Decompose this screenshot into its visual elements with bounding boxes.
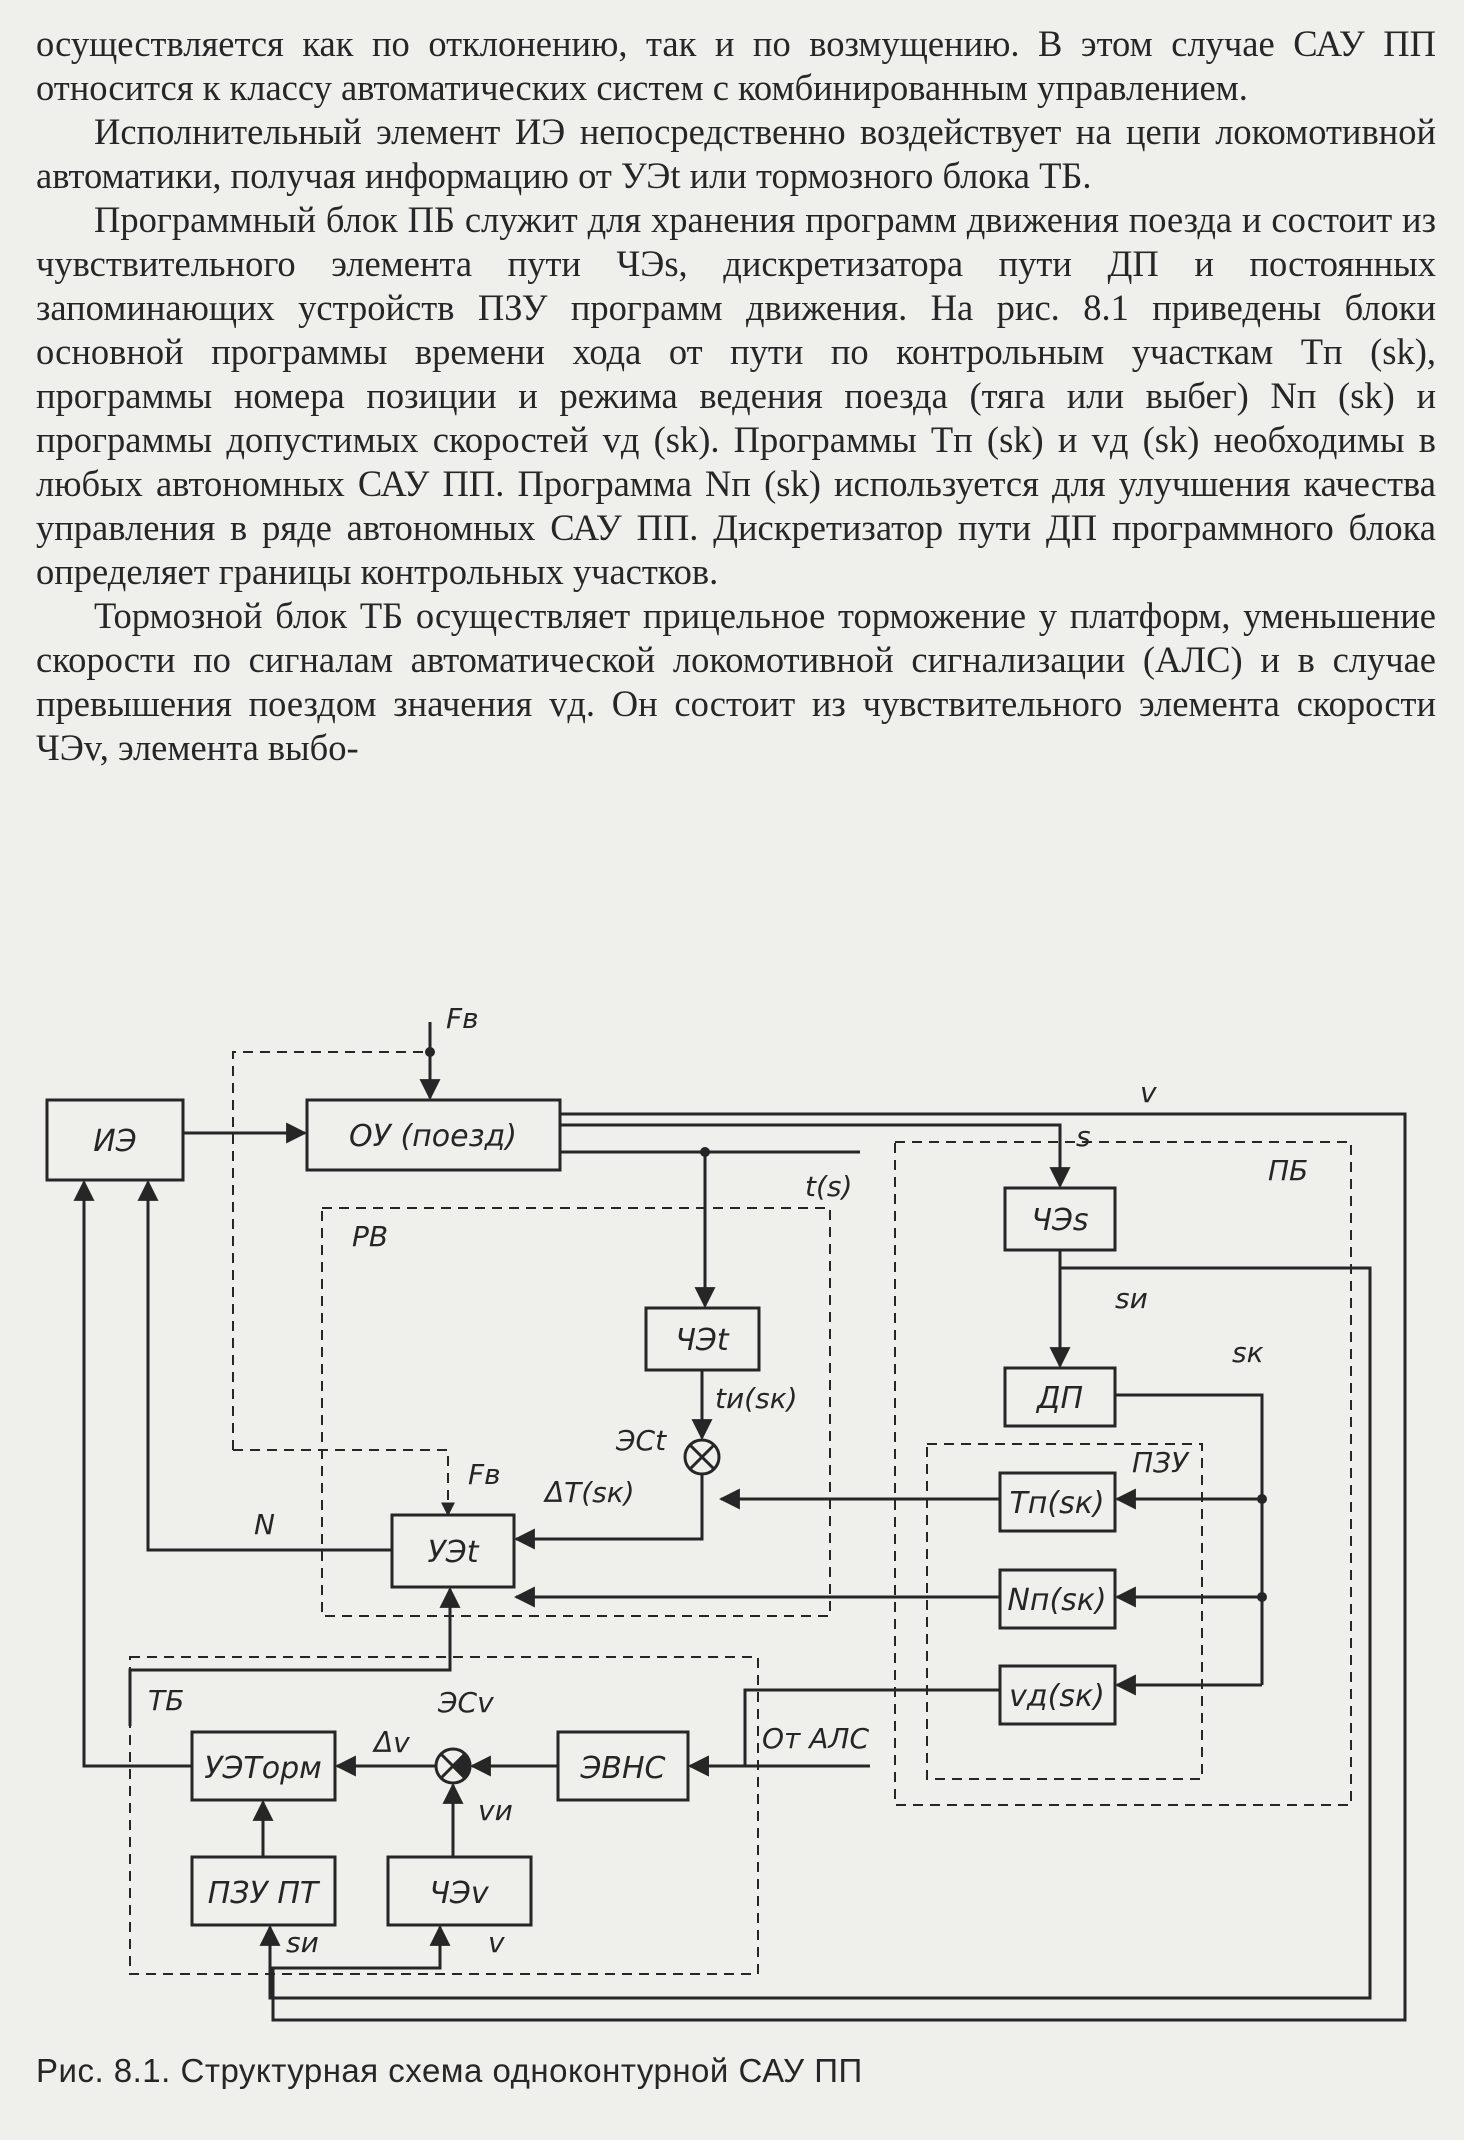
label-dp: ДП [1035, 1381, 1083, 1416]
label-evns: ЭВНС [579, 1751, 665, 1786]
label-pzu-pt: ПЗУ ПТ [208, 1876, 321, 1911]
label-che-s: ЧЭs [1031, 1203, 1088, 1238]
signal-v-i: vи [478, 1794, 513, 1827]
signal-s-i: sи [1115, 1282, 1148, 1315]
label-ie: ИЭ [93, 1124, 136, 1159]
region-pzu [926, 1443, 1203, 1780]
signal-t-s: t(s) [805, 1170, 852, 1203]
signal-s-k: sк [1232, 1336, 1264, 1369]
paragraph-ie: Исполнительный элемент ИЭ непосредственн… [36, 111, 1436, 196]
junction-es-v [434, 1747, 472, 1785]
region-label-tb: ТБ [148, 1684, 184, 1717]
signal-v-bottom: v [488, 1926, 505, 1959]
dashed-feedback-line [232, 1051, 430, 1450]
block-diagram: ИЭ ОУ (поезд) ЧЭs ЧЭt ДП Tп(sк) Nп(sк) v… [45, 1002, 1407, 2022]
body-text: осуществляется как по отклонению, так и … [36, 22, 1436, 770]
region-pb [894, 1141, 1352, 1806]
label-np: Nп(sк) [1007, 1583, 1106, 1618]
region-label-pzu: ПЗУ [1132, 1446, 1190, 1479]
junction-es-t [683, 1438, 721, 1476]
signal-n: N [254, 1508, 275, 1541]
label-ou: ОУ (поезд) [349, 1119, 517, 1154]
label-che-v: ЧЭv [429, 1876, 490, 1911]
region-label-rv: РВ [352, 1220, 388, 1253]
signal-ti-sk: tи(sк) [715, 1382, 798, 1415]
label-tp: Tп(sк) [1009, 1486, 1104, 1521]
signal-dt: ΔT(sк) [543, 1476, 635, 1509]
region-label-pb: ПБ [1268, 1154, 1308, 1187]
signal-v-top: v [1140, 1076, 1157, 1109]
signal-ot-als: От АЛС [762, 1722, 869, 1755]
block-ie [45, 1098, 185, 1182]
signal-s-i-bottom: sи [286, 1926, 319, 1959]
label-che-t: ЧЭt [675, 1323, 730, 1358]
paragraph-pb: Программный блок ПБ служит для хранения … [36, 199, 1436, 592]
signal-fv-top: Fв [446, 1002, 479, 1035]
label-ue-t: УЭt [428, 1535, 480, 1570]
block-che-v [386, 1855, 533, 1927]
signal-es-t: ЭСt [615, 1424, 667, 1457]
label-ue-torm: УЭТорм [204, 1751, 322, 1786]
paragraph-tb: Тормозной блок ТБ осуществляет прицельно… [36, 595, 1436, 768]
signal-es-v: ЭСv [437, 1686, 494, 1719]
figure-caption: Рис. 8.1. Структурная схема одноконтурно… [36, 2052, 863, 2089]
signal-fv-ue: Fв [468, 1458, 501, 1491]
signal-dv: Δv [372, 1726, 410, 1759]
label-vd: vд(sк) [1009, 1679, 1105, 1714]
region-tb [129, 1656, 759, 1975]
signal-s-top: s [1076, 1120, 1091, 1153]
paragraph-continuation: осуществляется как по отклонению, так и … [36, 23, 1436, 108]
